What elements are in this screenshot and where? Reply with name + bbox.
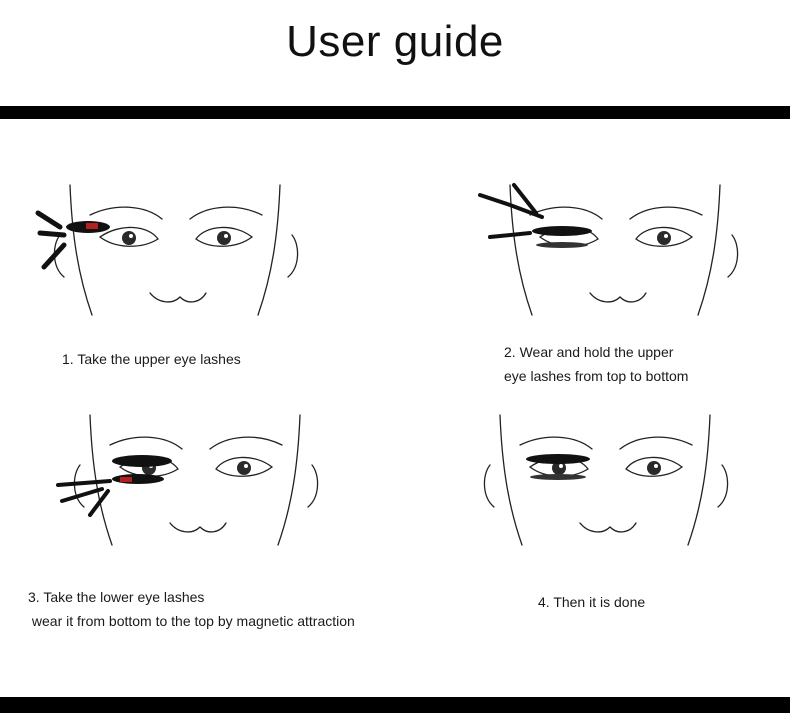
lash-strip — [526, 454, 590, 464]
step-4-caption: 4. Then it is done — [538, 590, 645, 614]
face-illustration-step-4 — [460, 405, 750, 555]
top-divider — [0, 106, 790, 119]
face-sketch — [478, 183, 739, 316]
face-illustration-step-1 — [30, 175, 320, 325]
lash-strip — [112, 455, 172, 467]
step-3-line-1: 3. Take the lower eye lashes — [28, 589, 205, 605]
step-1-caption: 1. Take the upper eye lashes — [62, 347, 241, 371]
face-illustration-step-3 — [50, 405, 340, 555]
step-2-caption: 2. Wear and hold the upper eye lashes fr… — [504, 340, 688, 388]
step-3-line-2: wear it from bottom to the top by magnet… — [28, 613, 355, 629]
step-2-line-1: 2. Wear and hold the upper — [504, 344, 674, 360]
step-4-line-1: 4. Then it is done — [538, 594, 646, 610]
step-1-line-1: 1. Take the upper eye lashes — [62, 351, 241, 367]
face-sketch — [483, 414, 729, 546]
bottom-divider — [0, 697, 790, 713]
face-illustration-step-2 — [470, 175, 760, 325]
face-sketch — [56, 414, 319, 546]
step-3-caption: 3. Take the lower eye lashes wear it fro… — [28, 585, 355, 633]
page-title: User guide — [286, 17, 504, 66]
face-sketch — [35, 184, 299, 316]
lash-strip — [532, 226, 592, 236]
step-2-line-2: eye lashes from top to bottom — [504, 368, 689, 384]
